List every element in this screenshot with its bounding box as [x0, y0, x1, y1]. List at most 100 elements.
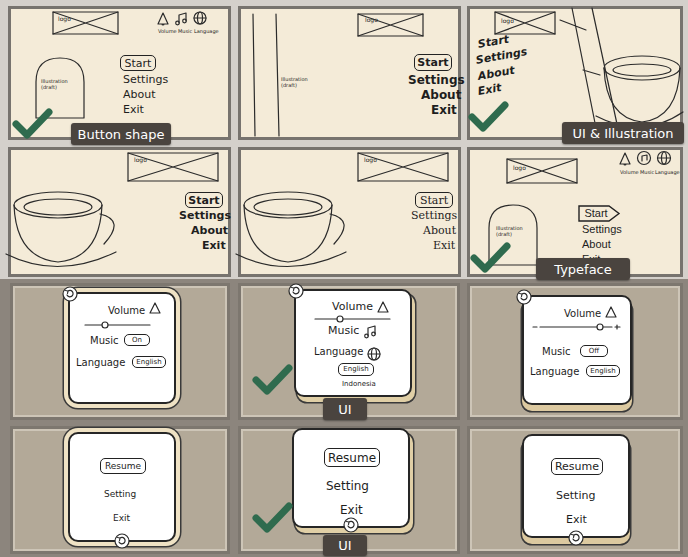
label-text: Resume [555, 461, 599, 472]
label-text: Volume [108, 306, 145, 316]
label-text: logo [513, 165, 526, 171]
label-text: Illustration (draft) [496, 226, 536, 237]
caption-tag: UI [323, 398, 367, 420]
label-text: Language [655, 170, 680, 175]
caption-tag: UI [323, 535, 367, 556]
pause-dialog: SettingExit Resume [68, 432, 176, 542]
label-text: About [477, 65, 515, 82]
label-text: About [582, 239, 611, 250]
label-text: Volume [158, 29, 177, 34]
label-text: Music [90, 336, 118, 346]
toggle-button: On [124, 334, 150, 346]
label-text: Illustration (draft) [281, 77, 321, 88]
label-text: Exit [340, 504, 363, 516]
label-text: Resume [105, 462, 141, 471]
label-text: Settings [408, 74, 465, 86]
label-text: Start [188, 195, 219, 206]
settings-dialog: VolumeMusicLanguage OnEnglish [68, 292, 176, 404]
menu-button: Start [185, 192, 223, 208]
caption-tag: Typeface [536, 258, 630, 280]
label-text: Volume [620, 170, 639, 175]
caption-tag: UI & Illustration [562, 122, 684, 144]
label-text: logo [134, 157, 147, 163]
toggle-button: Off [580, 345, 608, 357]
label-text: Setting [104, 490, 136, 499]
label-text: logo [501, 18, 514, 24]
label-text: Settings [179, 210, 231, 221]
label-text: Music [640, 170, 654, 175]
label-text: Exit [113, 514, 130, 523]
label-text: Music [328, 325, 359, 336]
menu-button: Start [415, 192, 453, 208]
sketch-panel: logoSettingsAboutExit Start [238, 147, 461, 277]
label-text: UI & Illustration [572, 127, 673, 140]
label-text: On [132, 337, 142, 344]
pause-dialog: SettingExit Resume [522, 434, 630, 538]
label-text: UI [338, 539, 351, 552]
sketch-panel: logoVolumeMusicLanguageIllustration (dra… [8, 6, 231, 140]
label-text: About [123, 89, 156, 100]
label-text: Language [76, 358, 125, 368]
sketch-panel: logoIllustration (draft)SettingsAboutExi… [238, 6, 461, 140]
resume-button: Resume [551, 458, 603, 475]
dropdown-button: English [338, 363, 374, 376]
label-text: logo [365, 17, 378, 23]
label-text: logo [58, 16, 71, 22]
label-text: English [343, 366, 368, 373]
label-text: About [423, 225, 456, 236]
label-text: Start [477, 34, 510, 50]
dropdown-button: English [586, 365, 620, 377]
label-text: UI [338, 403, 351, 416]
resume-button: Resume [100, 458, 146, 474]
label-text: Off [589, 348, 599, 355]
label-text: Exit [431, 104, 457, 116]
label-text: Start [125, 58, 152, 69]
label-text: Indonesia [342, 381, 376, 388]
pause-dialog: SettingExit Resume [292, 428, 410, 528]
label-text: Exit [433, 240, 455, 251]
label-text: Start [420, 195, 448, 206]
label-text: Language [530, 367, 579, 377]
label-text: About [421, 89, 461, 101]
label-text: Settings [123, 74, 168, 85]
dropdown-button: English [132, 356, 166, 368]
label-text: Illustration (draft) [41, 79, 83, 90]
label-text: Volume [332, 301, 373, 312]
label-text: Start [417, 57, 448, 68]
label-text: Exit [477, 82, 502, 97]
label-text: Music [178, 29, 192, 34]
label-text: Volume [564, 309, 601, 319]
label-text: Exit [566, 514, 587, 525]
label-text: Exit [123, 104, 144, 115]
menu-button: Start [414, 54, 452, 71]
arrow-outline [579, 206, 619, 221]
settings-dialog: VolumeMusicLanguage OffEnglish [522, 295, 632, 405]
arrow-button: Start [578, 205, 620, 222]
label-text: Typeface [554, 263, 612, 276]
label-text: Settings [411, 210, 457, 221]
label-text: Language [194, 29, 219, 34]
label-text: logo [364, 157, 377, 163]
label-text: English [590, 368, 615, 375]
label-text: Resume [328, 452, 376, 464]
settings-dialog: VolumeMusicLanguageIndonesia English [294, 289, 412, 397]
sketch-panel: VolumeMusicLanguage logoIllustration (dra… [467, 147, 683, 277]
label-text: Exit [202, 240, 226, 251]
label-text: Button shape [78, 128, 165, 141]
label-text: Setting [556, 490, 595, 501]
sketch-panel: logoStartSettingsAboutExitUI & Illustrat… [467, 6, 683, 140]
label-text: Settings [582, 224, 622, 235]
label-text: Start [584, 208, 607, 219]
menu-button: Start [120, 55, 156, 71]
label-text: About [191, 225, 228, 236]
label-text: Setting [326, 480, 369, 492]
sketch-panel: logoSettingsAboutExit Start [8, 147, 231, 277]
label-text: Language [314, 347, 363, 357]
label-text: English [136, 359, 161, 366]
label-text: Music [542, 347, 570, 357]
resume-button: Resume [324, 448, 380, 467]
check-mark [256, 506, 289, 529]
check-mark [256, 368, 289, 391]
caption-tag: Button shape [71, 123, 171, 145]
